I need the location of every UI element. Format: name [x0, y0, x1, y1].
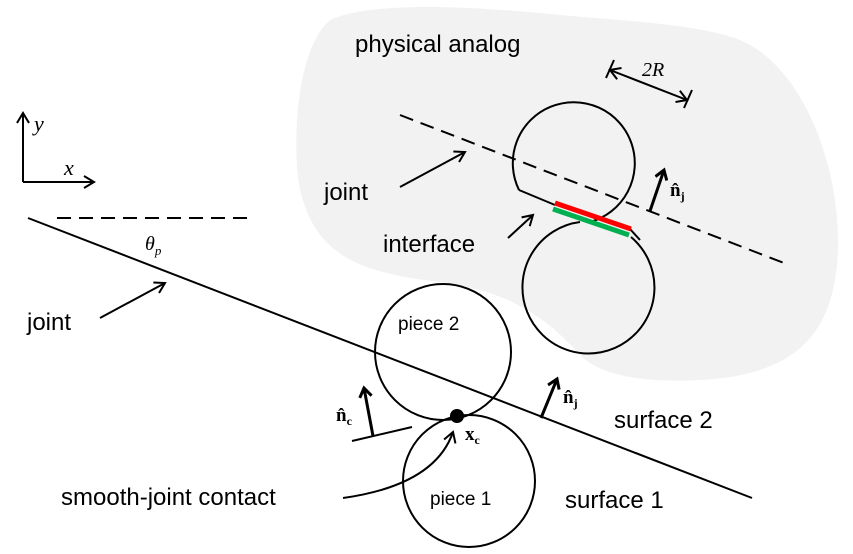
analog-bond-edge-left [518, 189, 556, 206]
contact-point-label: xc [465, 424, 481, 447]
diameter-label: 2R [642, 59, 664, 81]
angle-label: θp [145, 233, 162, 258]
analog-upper-grain [511, 101, 636, 223]
piece-1-label: piece 1 [430, 489, 491, 510]
joint-normal-label: n̂j [563, 387, 578, 410]
smooth-joint-contact-label: smooth-joint contact [61, 484, 276, 511]
joint-label: joint [26, 309, 71, 336]
contact-plane-segment [351, 426, 413, 442]
interface-green-bar [552, 206, 630, 238]
x-axis-label: x [63, 155, 74, 180]
contact-normal-arrow [364, 388, 375, 437]
analog-joint-pointer-arrow [399, 150, 467, 188]
piece-2-label: piece 2 [398, 314, 459, 335]
contact-pointer-arrow [342, 430, 457, 499]
analog-joint-dashed-line [399, 114, 785, 264]
contact-point [450, 409, 464, 423]
interface-red-bar [554, 200, 632, 232]
coordinate-axes: y x [16, 111, 96, 189]
joint-normal-arrow [539, 379, 557, 419]
analog-lower-grain [521, 221, 656, 355]
surface-2-label: surface 2 [614, 407, 713, 434]
interface-pointer-arrow [507, 213, 535, 239]
analog-bond-edge-right [629, 228, 641, 241]
analog-joint-normal-arrow [648, 170, 664, 212]
interface-label: interface [383, 231, 475, 258]
joint-pointer-arrow [99, 281, 167, 319]
physical-analog-region [296, 6, 839, 381]
diameter-tick-right [683, 89, 693, 109]
analog-joint-normal-label: n̂j [670, 180, 685, 203]
joint-plane-line [27, 217, 753, 499]
diameter-tick-left [605, 59, 615, 79]
y-axis-label: y [32, 111, 44, 136]
contact-normal-label: n̂c [336, 405, 353, 428]
surface-1-label: surface 1 [565, 487, 664, 514]
piece-2-circle [374, 283, 512, 421]
diameter-dimension-arrow [608, 67, 689, 103]
physical-analog-title: physical analog [355, 31, 520, 58]
analog-joint-label: joint [323, 179, 368, 206]
